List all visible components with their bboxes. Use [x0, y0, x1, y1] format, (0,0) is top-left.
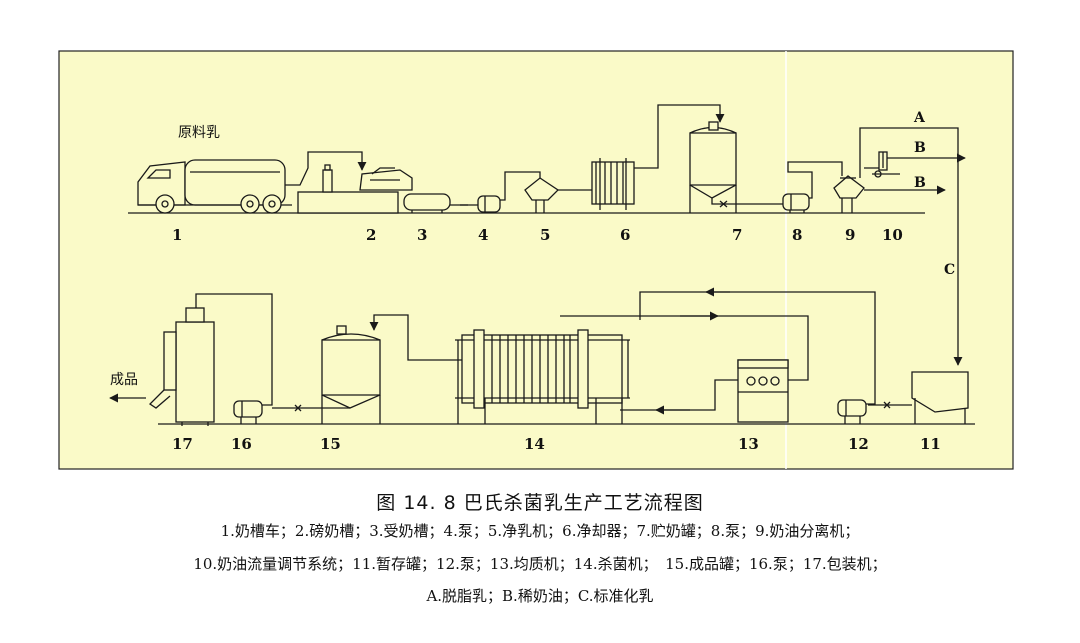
stream-a-line: [859, 127, 963, 366]
plate-cooler: [591, 158, 635, 210]
pipe-14-to-15: [369, 314, 462, 361]
pump-16: [233, 400, 263, 424]
equipment-number: 13: [738, 435, 759, 453]
pump-12: [837, 399, 867, 424]
pasteurizer: [455, 329, 630, 424]
pump-8: [782, 193, 810, 213]
equipment-number: 4: [478, 226, 488, 244]
storage-tank: [689, 121, 737, 213]
pipe-12-to-14: [639, 291, 876, 405]
equipment-number: 11: [920, 435, 941, 453]
raw-milk-label: 原料乳: [178, 125, 220, 141]
equipment-number: 10: [882, 226, 903, 244]
equipment-number: 1: [172, 226, 182, 244]
stream-b-letter-1: B: [914, 140, 926, 156]
holding-tank: [911, 371, 969, 424]
milk-tanker-truck: [137, 159, 292, 214]
equipment-number: 15: [320, 435, 341, 453]
equipment-number: 7: [732, 226, 742, 244]
pipe-16-to-17: [195, 293, 273, 406]
legend-line-3: A.脱脂乳；B.稀奶油；C.标准化乳: [426, 587, 654, 605]
pipe-7-to-8: [711, 198, 783, 205]
cream-separator: [833, 175, 865, 213]
homogenizer: [737, 359, 789, 423]
equipment-number: 2: [366, 226, 376, 244]
equipment-number: 5: [540, 226, 550, 244]
stream-a-letter: A: [913, 110, 926, 126]
pipe-4-to-5: [500, 171, 541, 201]
product-tank: [321, 325, 381, 424]
legend-line-1: 1.奶槽车；2.磅奶槽；3.受奶槽；4.泵；5.净乳机；6.净却器；7.贮奶罐；…: [220, 522, 860, 540]
figure-title: 图 14. 8 巴氏杀菌乳生产工艺流程图: [376, 492, 704, 514]
stream-b-letter-2: B: [914, 175, 926, 191]
equipment-number: 16: [231, 435, 252, 453]
weighing-tank: [297, 164, 413, 214]
equipment-number: 17: [172, 435, 193, 453]
equipment-number: 9: [845, 226, 855, 244]
stream-c-letter: C: [944, 262, 955, 278]
equipment-number: 6: [620, 226, 630, 244]
equipment-number: 8: [792, 226, 802, 244]
pipe-8-to-9: [787, 161, 843, 199]
equipment-number: 14: [524, 435, 545, 453]
pipe-6-to-7: [634, 104, 725, 169]
legend-line-2: 10.奶油流量调节系统；11.暂存罐；12.泵；13.均质机；14.杀菌机； 1…: [193, 555, 887, 573]
packaging-machine: [148, 307, 215, 426]
equipment-number: 3: [417, 226, 427, 244]
product-label: 成品: [110, 372, 138, 388]
equipment-number-labels: 1 2 3 4 5 6 7 8 9 10 11 12 13 14 15 16 1…: [172, 226, 941, 453]
clarifier: [524, 177, 560, 213]
truck-hose: [285, 151, 367, 186]
pump-4: [460, 195, 501, 213]
stream-b-upper: [864, 158, 965, 169]
equipment-number: 12: [848, 435, 869, 453]
